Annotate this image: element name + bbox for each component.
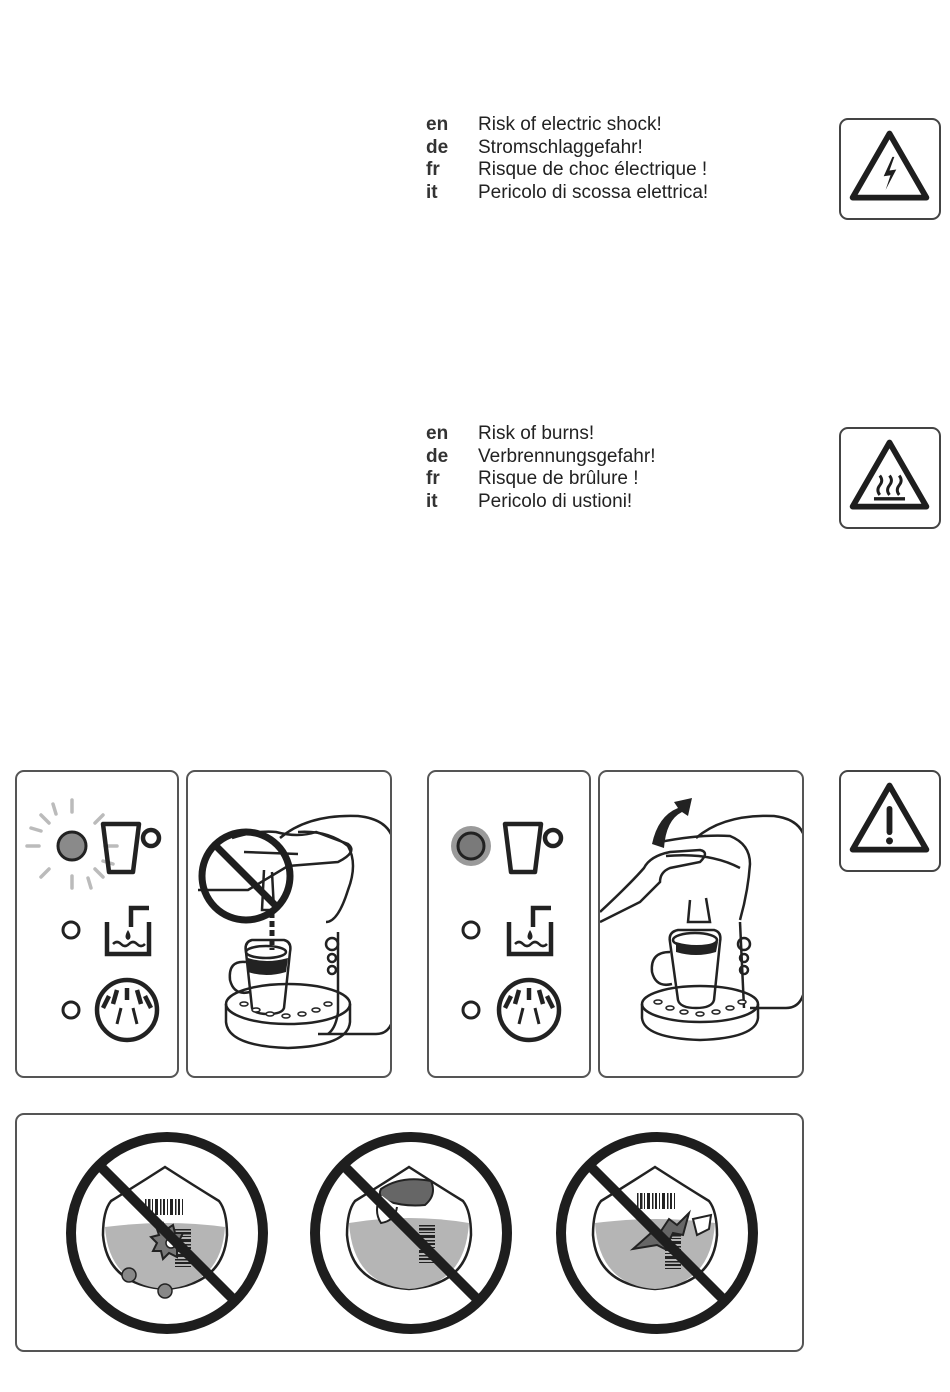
brewing-status-panel <box>15 770 179 1078</box>
warning-burns: en Risk of burns! de Verbrennungsgefahr! f… <box>426 423 655 513</box>
opened-capsule-icon <box>310 1132 512 1334</box>
cup-icon <box>100 821 162 875</box>
lang-code: de <box>426 136 449 158</box>
electric-shock-warning-icon <box>839 118 941 220</box>
lang-code: de <box>426 445 449 467</box>
warning-row: it Pericolo di ustioni! <box>426 491 655 514</box>
do-not-open-during-brewing-panel <box>186 770 392 1078</box>
lang-code: en <box>426 114 449 136</box>
warning-row: fr Risque de brûlure ! <box>426 468 655 491</box>
prohibited-capsules-panel <box>15 1113 804 1352</box>
warning-row: fr Risque de choc électrique ! <box>426 159 708 182</box>
lang-code: it <box>426 181 438 203</box>
prohibited-icon <box>198 828 294 924</box>
hot-surface-warning-icon <box>839 427 941 529</box>
open-after-brewing-panel <box>598 770 804 1078</box>
warning-row: de Stromschlaggefahr! <box>426 137 708 160</box>
lang-code: en <box>426 423 449 445</box>
warning-row: de Verbrennungsgefahr! <box>426 446 655 469</box>
descale-icon <box>496 977 562 1043</box>
warning-text: Pericolo di scossa elettrica! <box>478 181 709 203</box>
warning-row: en Risk of burns! <box>426 423 655 446</box>
cup-icon <box>502 821 564 875</box>
lang-code: fr <box>426 159 440 181</box>
lift-arrow-icon <box>652 798 692 848</box>
warning-text: Risque de brûlure ! <box>478 468 639 490</box>
pierced-capsule-icon <box>66 1132 268 1334</box>
descale-icon <box>94 977 160 1043</box>
warning-row: en Risk of electric shock! <box>426 114 708 137</box>
warning-text: Risque de choc électrique ! <box>478 159 708 181</box>
warning-text: Stromschlaggefahr! <box>478 136 643 158</box>
water-tank-icon <box>104 905 152 957</box>
warning-text: Risk of electric shock! <box>478 114 662 136</box>
warning-row: it Pericolo di scossa elettrica! <box>426 182 708 205</box>
warning-text: Pericolo di ustioni! <box>478 490 633 512</box>
torn-capsule-icon <box>556 1132 758 1334</box>
water-tank-icon <box>506 905 554 957</box>
general-caution-icon <box>839 770 941 872</box>
lang-code: it <box>426 490 438 512</box>
warning-electric-shock: en Risk of electric shock! de Stromschlagg… <box>426 114 708 204</box>
warning-text: Risk of burns! <box>478 423 595 445</box>
warning-text: Verbrennungsgefahr! <box>478 445 656 467</box>
lang-code: fr <box>426 468 440 490</box>
ready-status-panel <box>427 770 591 1078</box>
